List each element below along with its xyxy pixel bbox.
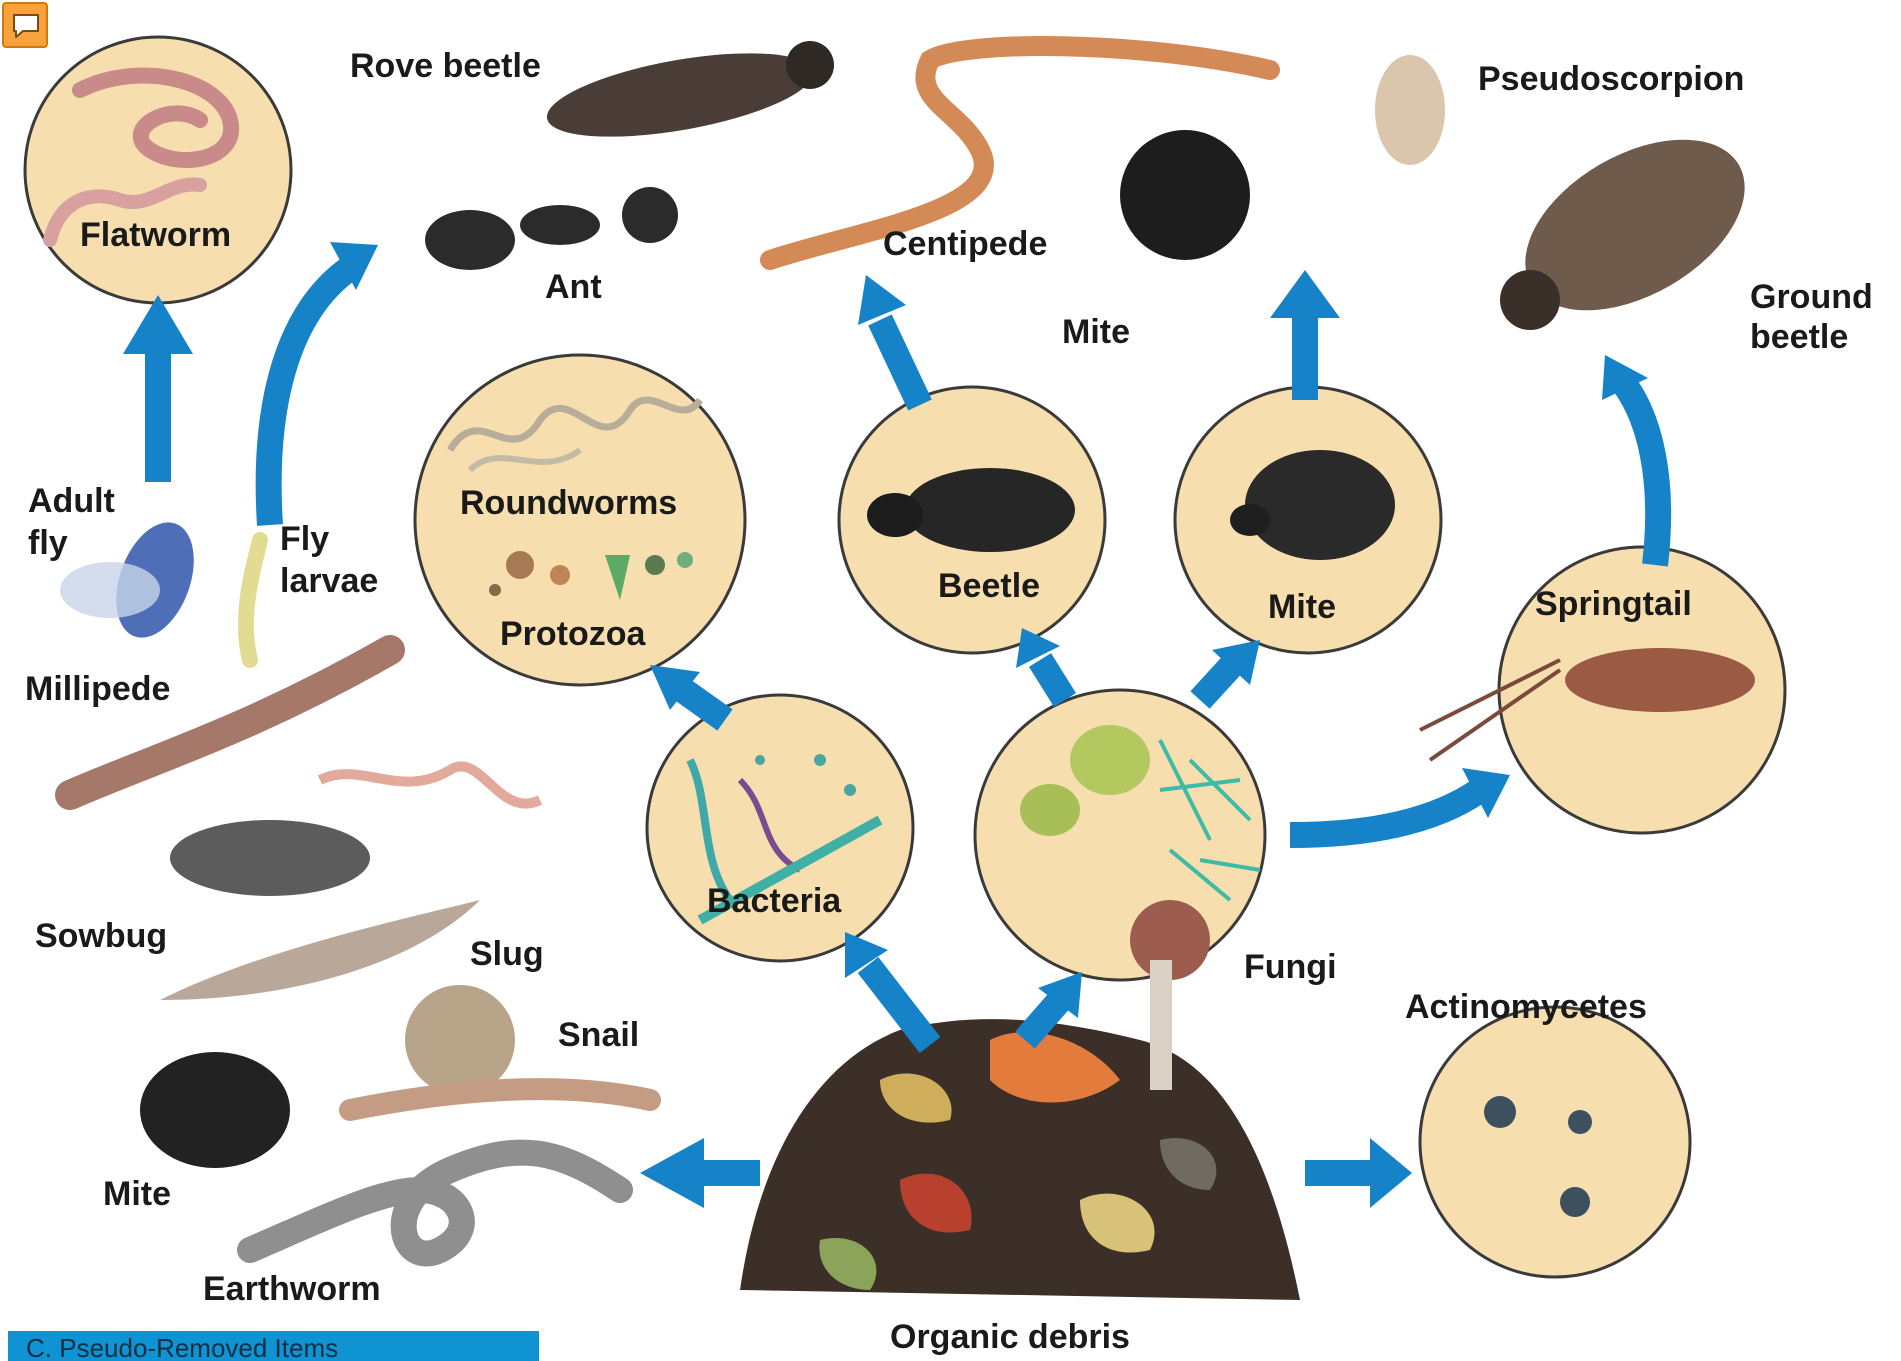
label-mite-bottom: Mite (103, 1175, 171, 1213)
label-millipede: Millipede (25, 670, 170, 708)
label-snail: Snail (558, 1016, 639, 1054)
mite-bottom-illustration (140, 1052, 290, 1168)
label-organic-debris: Organic debris (890, 1318, 1130, 1356)
label-slug: Slug (470, 935, 544, 973)
earthworm-illustration (250, 1153, 620, 1254)
fly-larvae-illustration (246, 540, 260, 660)
label-flatworm: Flatworm (80, 216, 231, 254)
organic-debris-pile (740, 900, 1300, 1300)
label-protozoa: Protozoa (500, 615, 647, 653)
arrow-springtail-to-ground-beetle (1602, 355, 1658, 565)
bacteria-circle (647, 695, 913, 961)
label-actinomycetes: Actinomycetes (1405, 988, 1647, 1026)
label-springtail: Springtail (1535, 585, 1692, 623)
arrow-fungi-to-springtail (1290, 768, 1510, 835)
arrow-debris-to-left-organisms (640, 1138, 760, 1208)
arrow-fungi-to-beetle (1016, 628, 1065, 700)
label-beetle: Beetle (938, 567, 1040, 605)
label-ground-beetle-line2: beetle (1750, 318, 1848, 356)
label-adult-fly-line1: Adult (28, 482, 115, 520)
label-ant: Ant (545, 268, 602, 306)
footer-text: C. Pseudo-Removed Items (26, 1333, 338, 1361)
rove-beetle-illustration (541, 37, 834, 153)
pseudoscorpion-illustration (1375, 55, 1445, 165)
arrow-fly-to-flatworm (123, 295, 193, 482)
fungi-circle (975, 690, 1265, 980)
arrow-bacteria-to-protozoa (650, 665, 725, 720)
adult-fly-illustration (60, 512, 208, 649)
label-bacteria: Bacteria (707, 882, 842, 920)
actinomycetes-circle (1420, 1007, 1690, 1277)
arrow-mite-to-mite-top (1270, 270, 1340, 400)
speech-bubble-icon (11, 12, 41, 40)
label-adult-fly-line2: fly (28, 524, 68, 562)
comment-icon[interactable] (2, 2, 48, 48)
label-fly-larvae-line1: Fly (280, 520, 329, 558)
label-pseudoscorpion: Pseudoscorpion (1478, 60, 1744, 98)
label-mite-top: Mite (1062, 313, 1130, 351)
label-earthworm: Earthworm (203, 1270, 381, 1308)
beetle-circle (839, 387, 1105, 653)
flatworm-circle (25, 37, 291, 303)
label-rove-beetle: Rove beetle (350, 47, 541, 85)
arrow-debris-to-actinomycetes (1305, 1138, 1412, 1208)
label-sowbug: Sowbug (35, 917, 167, 955)
ant-illustration (425, 187, 678, 270)
label-fungi: Fungi (1244, 948, 1337, 986)
label-fly-larvae-line2: larvae (280, 562, 378, 600)
label-mite-mid: Mite (1268, 588, 1336, 626)
arrow-debris-to-bacteria (845, 932, 930, 1045)
slug-illustration (160, 900, 480, 1000)
arrow-larvae-to-ant (269, 242, 378, 525)
footer-bar: C. Pseudo-Removed Items (8, 1331, 539, 1361)
arrow-beetle-to-centipede (858, 275, 920, 405)
worms-illustration (320, 766, 540, 803)
ground-beetle-illustration (1496, 104, 1774, 345)
sowbug-illustration (170, 820, 370, 896)
label-centipede: Centipede (883, 225, 1047, 263)
arrow-fungi-to-mite (1200, 640, 1260, 700)
label-roundworms: Roundworms (460, 484, 677, 522)
mite-top-illustration (1120, 130, 1250, 260)
label-ground-beetle-line1: Ground (1750, 278, 1873, 316)
